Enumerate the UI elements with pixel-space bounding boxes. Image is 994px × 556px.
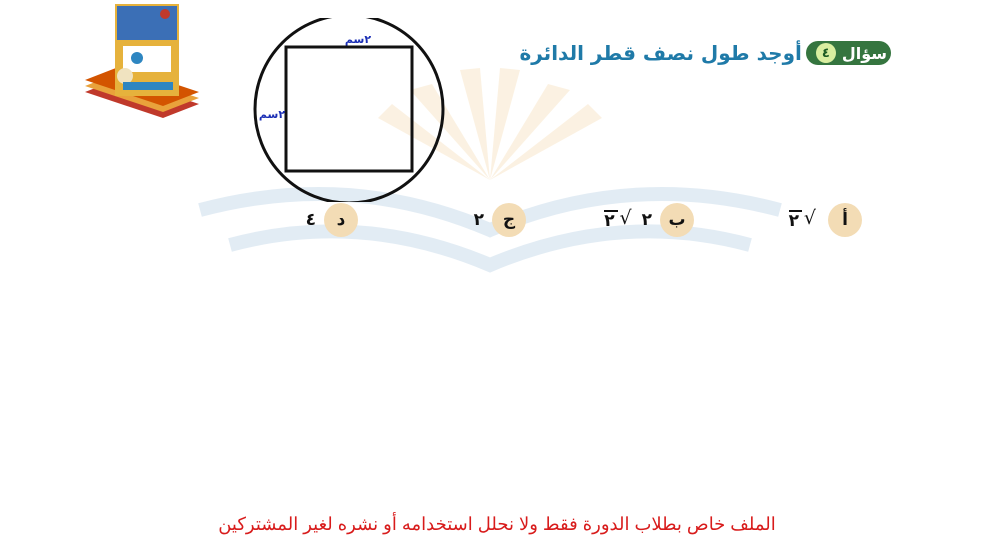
left-side-label: ٢سم — [259, 108, 285, 121]
question-badge: سؤال ٤ — [805, 41, 891, 65]
option-d-letter: د — [324, 203, 358, 237]
option-d[interactable]: د ٤ — [306, 203, 358, 237]
option-b-coefficient: ٢ — [641, 210, 652, 230]
option-c-letter: ج — [492, 203, 526, 237]
option-b-radical: ٢ — [604, 209, 632, 230]
footer-notice: الملف خاص بطلاب الدورة فقط ولا نحلل استخ… — [218, 514, 776, 534]
option-c-value: ٢ — [473, 210, 484, 230]
book-cover-image — [79, 0, 201, 122]
option-b-letter: ب — [660, 203, 694, 237]
inscribed-square — [284, 45, 414, 173]
circle-square-figure: ٢سم ٢سم — [253, 18, 445, 202]
question-text: أوجد طول نصف قطر الدائرة — [519, 41, 802, 65]
option-a-letter: أ — [828, 203, 862, 237]
option-a-radical: ٢ — [788, 209, 817, 230]
question-header: سؤال ٤ أوجد طول نصف قطر الدائرة — [519, 41, 891, 65]
question-badge-word: سؤال — [841, 43, 887, 63]
top-side-label: ٢سم — [345, 33, 371, 46]
circle-shape — [253, 18, 445, 202]
option-c[interactable]: ج ٢ — [474, 203, 526, 237]
question-number: ٤ — [815, 43, 836, 63]
answer-options: أ ٢ ب ٢ ٢ ج ٢ د ٤ — [0, 203, 994, 243]
option-a[interactable]: أ ٢ — [788, 203, 862, 237]
option-b[interactable]: ب ٢ ٢ — [604, 203, 694, 237]
option-d-value: ٤ — [305, 210, 316, 230]
